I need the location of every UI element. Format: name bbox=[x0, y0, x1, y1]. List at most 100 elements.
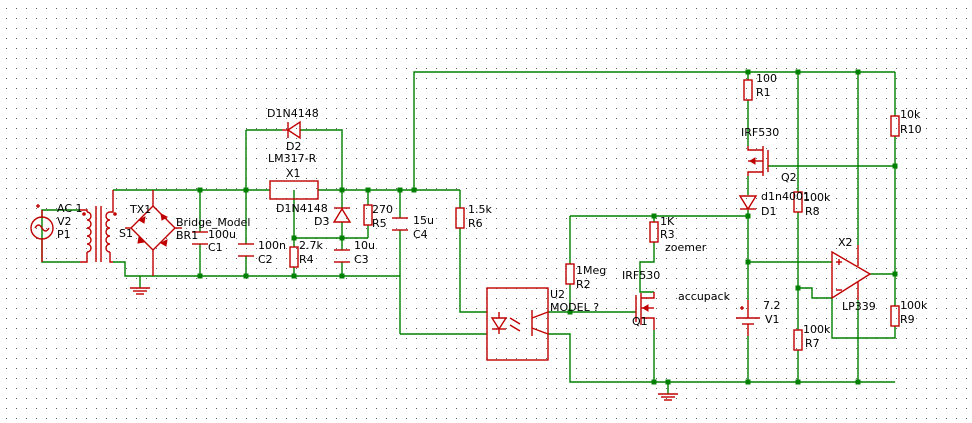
regulator-ref-label: X1 bbox=[286, 167, 301, 180]
u2-ref-label: U2 bbox=[550, 288, 565, 301]
resistor-r4-icon[interactable] bbox=[289, 246, 299, 268]
junction-dot bbox=[339, 187, 345, 193]
r10-ref-label: R10 bbox=[900, 123, 922, 136]
junction-dot bbox=[745, 259, 751, 265]
opamp-x2-icon[interactable] bbox=[831, 245, 872, 300]
battery-value-label: 7.2 bbox=[763, 299, 781, 312]
battery-v1-icon[interactable] bbox=[736, 300, 760, 336]
junction-dot bbox=[365, 187, 371, 193]
junction-dot bbox=[197, 273, 203, 279]
wire-r3-to-q1 bbox=[639, 242, 655, 293]
ac-ref-label: V2 bbox=[57, 215, 72, 228]
r7-value-label: 100k bbox=[803, 323, 831, 336]
c1-ref-label: C1 bbox=[208, 241, 223, 254]
junction-dot bbox=[397, 187, 403, 193]
opamp-ref-label: X2 bbox=[838, 236, 853, 249]
resistor-r7-icon[interactable] bbox=[793, 329, 803, 351]
junction-dot bbox=[651, 379, 657, 385]
battery-ref-label: V1 bbox=[765, 313, 780, 326]
c2-value-label: 100n bbox=[258, 239, 286, 252]
junction-dot bbox=[339, 273, 345, 279]
d2-value-label: D1N4148 bbox=[267, 107, 319, 120]
resistor-r9-icon[interactable] bbox=[890, 305, 900, 327]
junction-dot bbox=[243, 273, 249, 279]
ground-icon-left bbox=[130, 287, 150, 295]
resistor-r8-icon[interactable] bbox=[793, 191, 803, 213]
d3-value-label: D1N4148 bbox=[276, 202, 328, 215]
r10-value-label: 10k bbox=[900, 108, 921, 121]
r6-ref-label: R6 bbox=[468, 217, 483, 230]
d1-ref-label: D1 bbox=[761, 205, 776, 218]
junction-dot bbox=[197, 187, 203, 193]
u2-model-label: MODEL ? bbox=[550, 301, 599, 314]
regulator-x1-icon[interactable] bbox=[269, 180, 319, 200]
c4-value-label: 15u bbox=[413, 214, 434, 227]
c3-ref-label: C3 bbox=[354, 253, 369, 266]
q1-ref-label: Q1 bbox=[632, 315, 648, 328]
d1-value-label: d1n4001 bbox=[761, 190, 810, 203]
capacitor-c3-icon[interactable] bbox=[334, 249, 350, 263]
junction-dot bbox=[795, 285, 801, 291]
d2-ref-label: D2 bbox=[286, 140, 301, 153]
junction-dot bbox=[291, 235, 297, 241]
wires bbox=[41, 71, 896, 394]
junction-dot bbox=[795, 69, 801, 75]
c3-value-label: 10u bbox=[354, 239, 375, 252]
junction-dot bbox=[411, 187, 417, 193]
diode-d3-icon[interactable] bbox=[332, 207, 352, 223]
bridge-rectifier-icon[interactable] bbox=[125, 190, 182, 276]
wire-r6-to-opto bbox=[459, 228, 487, 313]
capacitor-c2-icon[interactable] bbox=[238, 243, 254, 257]
resistor-r6-icon[interactable] bbox=[455, 207, 465, 229]
r7-ref-label: R7 bbox=[805, 337, 820, 350]
junction-dot bbox=[567, 309, 573, 315]
wire-bottom-rail bbox=[548, 333, 895, 383]
opamp-value-label: LP339 bbox=[842, 300, 876, 313]
junction-dot bbox=[892, 163, 898, 169]
ac-value-label: AC 1 bbox=[57, 202, 83, 215]
r1-ref-label: R1 bbox=[756, 86, 771, 99]
junction-dot bbox=[339, 235, 345, 241]
diode-d1-icon[interactable] bbox=[738, 195, 758, 211]
r1-value-label: 100 bbox=[756, 72, 777, 85]
ac-pin-label: P1 bbox=[57, 228, 71, 241]
r4-value-label: 2.7k bbox=[299, 239, 323, 252]
diode-d2-icon[interactable] bbox=[282, 120, 301, 140]
r9-value-label: 100k bbox=[900, 299, 928, 312]
junction-dot bbox=[855, 69, 861, 75]
wire-opamp-minus bbox=[798, 287, 832, 299]
resistor-r10-icon[interactable] bbox=[890, 115, 900, 137]
optocoupler-u2-icon[interactable] bbox=[486, 287, 549, 361]
buzzer-note-label: zoemer bbox=[665, 241, 707, 254]
bridge-ref-label: BR1 bbox=[176, 229, 198, 242]
r5-ref-label: R5 bbox=[372, 217, 387, 230]
battery-note-label: accupack bbox=[678, 290, 731, 303]
resistor-r3-icon[interactable] bbox=[649, 221, 659, 243]
wire-ground-left bbox=[113, 261, 200, 277]
ac-source-icon[interactable] bbox=[30, 204, 54, 262]
wire-r9-bot bbox=[831, 298, 896, 339]
r5-value-label: 270 bbox=[372, 203, 393, 216]
mosfet-q2-icon[interactable] bbox=[747, 146, 769, 176]
r2-value-label: 1Meg bbox=[576, 264, 606, 277]
r3-ref-label: R3 bbox=[660, 228, 675, 241]
r8-value-label: 100k bbox=[803, 191, 831, 204]
capacitor-c4-icon[interactable] bbox=[392, 217, 408, 231]
junction-dot bbox=[651, 213, 657, 219]
capacitor-c1-icon[interactable] bbox=[192, 231, 208, 245]
junction-dot bbox=[795, 379, 801, 385]
mosfet-q1-icon[interactable] bbox=[635, 292, 655, 330]
wire-top-rail bbox=[413, 71, 895, 190]
resistor-r5-icon[interactable] bbox=[363, 204, 373, 226]
r8-ref-label: R8 bbox=[805, 205, 820, 218]
transformer-icon[interactable] bbox=[80, 190, 117, 263]
junction-dot bbox=[745, 379, 751, 385]
junction-dot bbox=[855, 379, 861, 385]
wire-ac-loop bbox=[41, 209, 80, 263]
junction-dot bbox=[892, 271, 898, 277]
resistor-r2-icon[interactable] bbox=[565, 263, 575, 285]
r9-ref-label: R9 bbox=[900, 313, 915, 326]
resistor-r1-icon[interactable] bbox=[743, 79, 753, 101]
